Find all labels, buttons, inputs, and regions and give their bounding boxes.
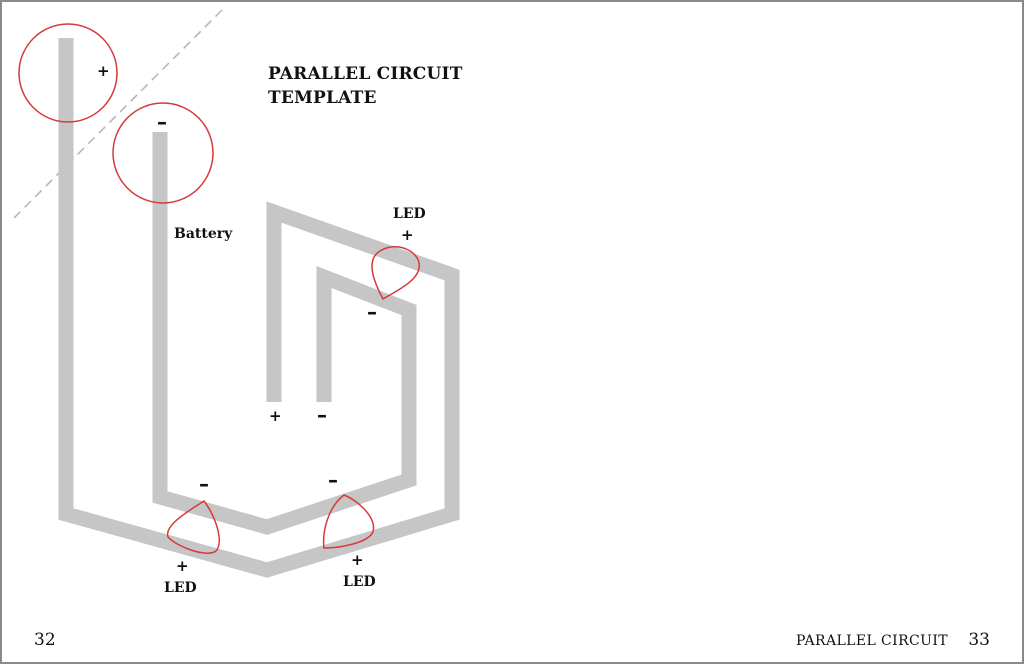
fold-line xyxy=(13,9,223,219)
outer-trace-end-positive-sign: + xyxy=(269,407,282,425)
led-top-negative-sign: – xyxy=(367,300,377,324)
positive-battery-contact-marker xyxy=(18,23,118,123)
inner-trace-right-wing xyxy=(152,132,417,535)
led-bottom-right-label: LED xyxy=(343,574,376,590)
outer-trace-left-wing xyxy=(58,38,460,578)
page-number-right: 33 xyxy=(968,630,990,650)
page-title: PARALLEL CIRCUIT TEMPLATE xyxy=(268,62,463,110)
page-title-line-1: PARALLEL CIRCUIT xyxy=(268,64,463,84)
running-title: PARALLEL CIRCUIT xyxy=(795,633,948,649)
led-bottom-left-placement-marker xyxy=(167,499,220,554)
led-bottom-left-negative-sign: – xyxy=(199,472,209,496)
led-top-label: LED xyxy=(393,206,426,222)
battery-label: Battery xyxy=(174,226,233,242)
led-top-positive-sign: + xyxy=(401,226,414,244)
inner-trace-end-negative-sign: – xyxy=(317,403,327,427)
led-bottom-right-negative-sign: – xyxy=(328,468,338,492)
battery-negative-sign: – xyxy=(157,110,167,134)
led-bottom-right-placement-marker xyxy=(322,494,375,549)
led-top-placement-marker xyxy=(371,246,420,301)
led-bottom-left-positive-sign: + xyxy=(176,557,189,575)
negative-battery-contact-marker xyxy=(112,102,214,204)
page-number-left: 32 xyxy=(34,630,56,650)
battery-positive-sign: + xyxy=(97,62,110,80)
led-bottom-left-label: LED xyxy=(164,580,197,596)
page-title-line-2: TEMPLATE xyxy=(268,88,377,108)
led-bottom-right-positive-sign: + xyxy=(351,551,364,569)
